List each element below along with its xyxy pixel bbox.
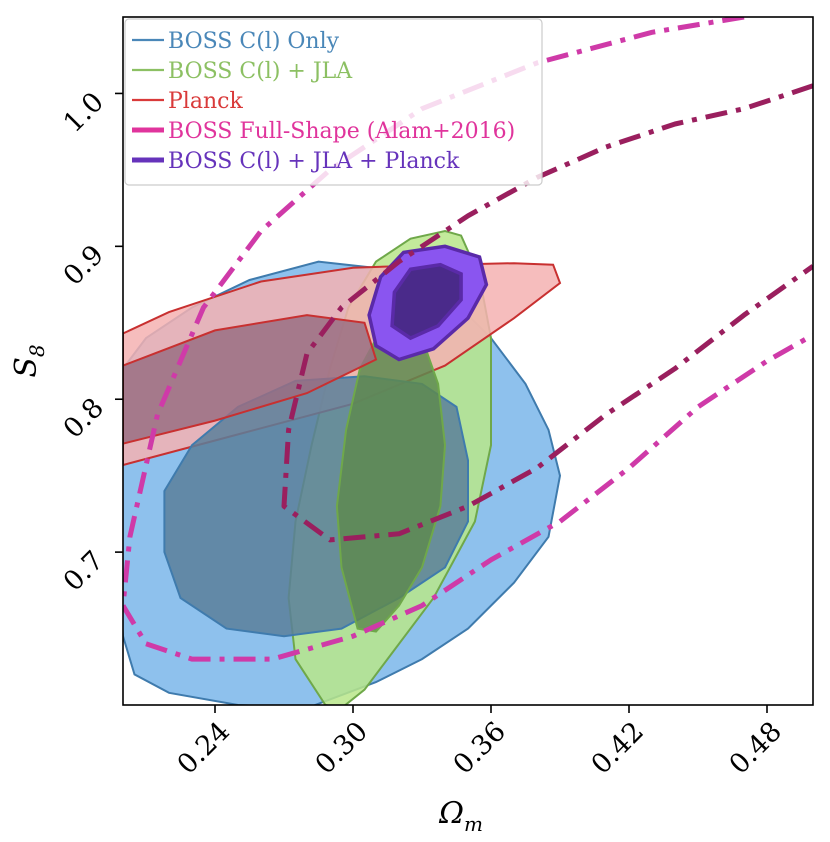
legend-label: BOSS C(l) Only: [168, 29, 340, 54]
x-tick-label: 0.24: [172, 716, 236, 780]
y-tick-label: 0.8: [58, 392, 110, 444]
legend-box: [124, 18, 543, 186]
legend-label: BOSS C(l) + JLA + Planck: [168, 149, 460, 174]
y-axis: 0.7 0.8 0.9 1.0: [58, 86, 123, 597]
combined-contour-68: [390, 262, 463, 341]
y-tick-label: 0.9: [58, 239, 110, 291]
legend-label: BOSS C(l) + JLA: [168, 59, 353, 84]
x-tick-label: 0.30: [310, 716, 374, 780]
plot-frame: [122, 16, 814, 706]
plot-area: [123, 17, 813, 705]
x-tick-label: 0.48: [724, 716, 788, 780]
x-tick-label: 0.36: [448, 716, 512, 780]
y-tick-label: 1.0: [58, 86, 110, 138]
x-axis: 0.24 0.30 0.36 0.42 0.48: [172, 705, 788, 780]
y-tick-label: 0.7: [58, 545, 110, 597]
fullshape-contour-68: [281, 83, 813, 543]
legend-label: BOSS Full-Shape (Alam+2016): [168, 119, 515, 144]
legend-label: Planck: [168, 89, 243, 114]
y-axis-label: S8: [9, 344, 49, 377]
x-axis-label: Ωm: [438, 796, 483, 836]
x-tick-label: 0.42: [586, 716, 650, 780]
